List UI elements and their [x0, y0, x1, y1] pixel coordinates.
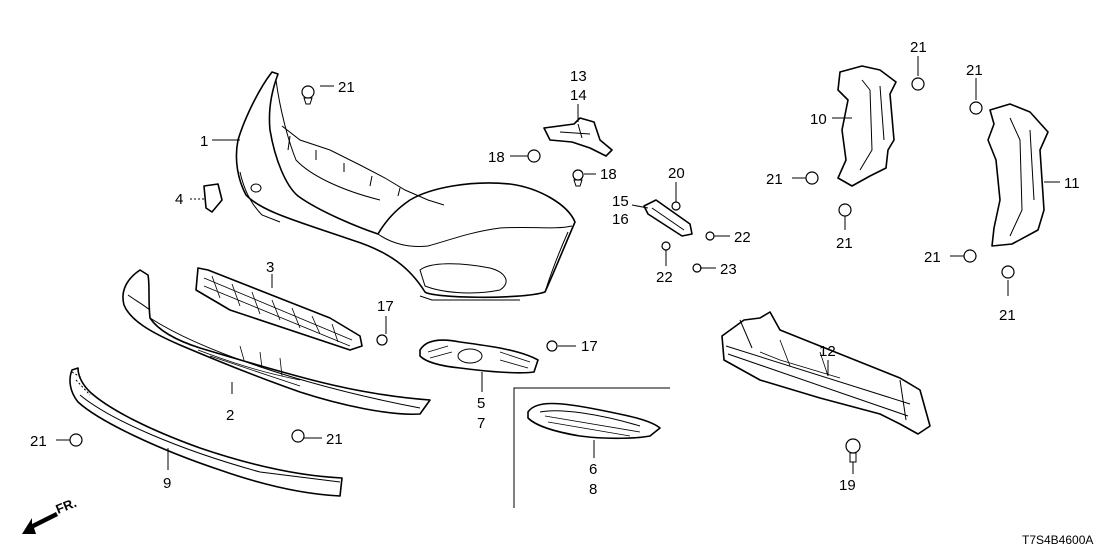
callout-5: 5: [477, 395, 485, 412]
callout-22b: 22: [656, 269, 673, 286]
leader-lines: [56, 56, 1060, 474]
callout-17a: 17: [377, 298, 394, 315]
fastener-clips: [69, 77, 1015, 463]
front-direction-label: FR.: [54, 495, 79, 517]
callout-17b: 17: [581, 338, 598, 355]
fog-light-bezel: [419, 339, 539, 374]
callout-14: 14: [570, 87, 587, 104]
callout-19: 19: [839, 477, 856, 494]
callout-10: 10: [810, 111, 827, 128]
callout-16: 16: [612, 211, 629, 228]
callout-21g: 21: [999, 307, 1016, 324]
right-air-guide: [987, 103, 1049, 247]
left-air-guide: [837, 65, 897, 187]
callout-4: 4: [175, 191, 183, 208]
callout-7: 7: [477, 415, 485, 432]
side-spacer-bracket: [643, 199, 693, 237]
upper-side-bracket: [543, 117, 613, 157]
callout-21a: 21: [338, 79, 355, 96]
callout-1: 1: [200, 133, 208, 150]
callout-3: 3: [266, 259, 274, 276]
front-bumper-face: [235, 71, 576, 301]
callout-8: 8: [589, 481, 597, 498]
lower-bumper-cover: [122, 269, 431, 416]
callout-21i: 21: [326, 431, 343, 448]
callout-6: 6: [589, 461, 597, 478]
callout-21h: 21: [30, 433, 47, 450]
callout-18b: 18: [600, 166, 617, 183]
callout-21d: 21: [766, 171, 783, 188]
front-direction-arrow: FR.: [22, 495, 79, 534]
callout-12: 12: [819, 343, 836, 360]
callout-23: 23: [720, 261, 737, 278]
callout-11: 11: [1064, 175, 1080, 192]
small-bracket: [190, 183, 223, 213]
diagram-code: T7S4B4600A: [1022, 533, 1093, 547]
fog-light-garnish: [527, 402, 661, 440]
callout-18a: 18: [488, 149, 505, 166]
callout-21c: 21: [966, 62, 983, 79]
bumper-beam: [721, 311, 931, 435]
lower-lip-spoiler: [69, 367, 343, 497]
callout-21e: 21: [836, 235, 853, 252]
callout-numbers: 1 2 3 4 5 7 6 8 9 10 11 12 13 14 15 16 1…: [30, 39, 1080, 498]
callout-22a: 22: [734, 229, 751, 246]
lower-grille: [195, 267, 363, 351]
callout-9: 9: [163, 475, 171, 492]
callout-20: 20: [668, 165, 685, 182]
callout-2: 2: [226, 407, 234, 424]
callout-21f: 21: [924, 249, 941, 266]
inset-box-lines: [513, 387, 670, 508]
callout-21b: 21: [910, 39, 927, 56]
callout-15: 15: [612, 193, 629, 210]
callout-13: 13: [570, 68, 587, 85]
